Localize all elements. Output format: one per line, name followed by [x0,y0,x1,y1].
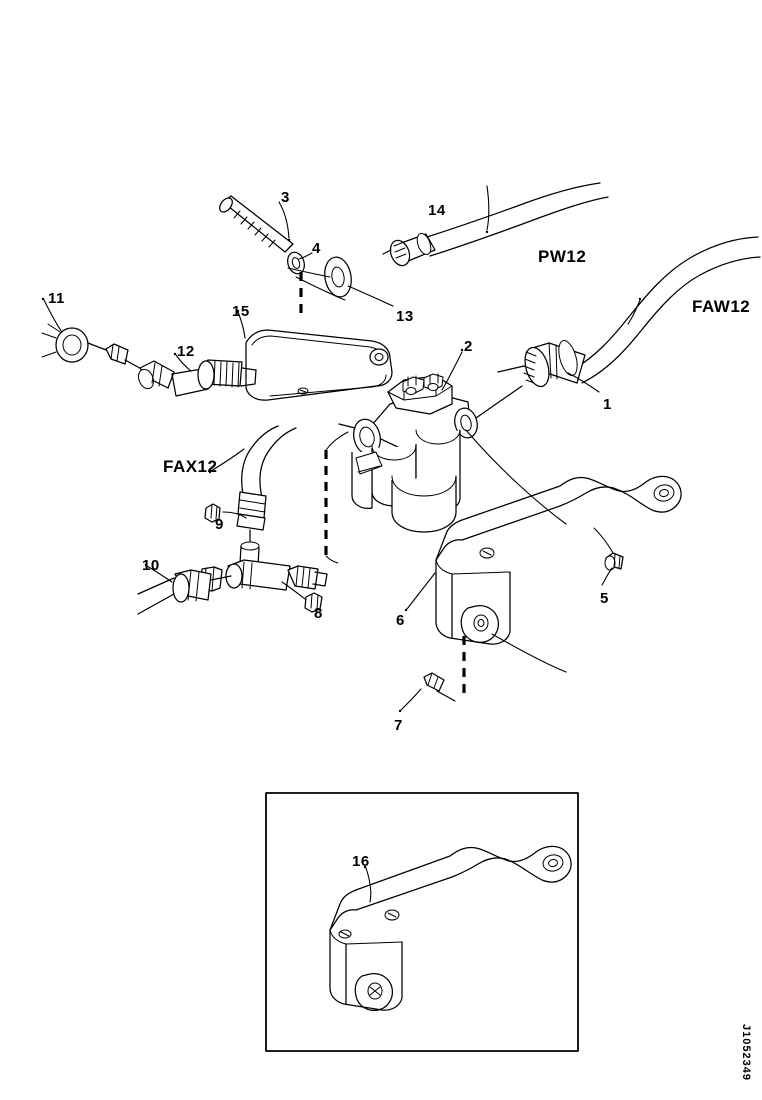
fitting-14 [389,232,436,267]
callout-2: 2 [464,338,473,355]
callout-5: 5 [600,590,609,607]
hose-label-fax12: FAX12 [163,457,218,476]
part-3-threaded-rod [219,195,294,253]
callout-13: 13 [396,308,414,325]
callout-12: 12 [177,343,195,360]
callout-7: 7 [394,717,403,734]
callout-16: 16 [352,853,370,870]
callout-10: 10 [142,557,160,574]
callout-8: 8 [314,605,323,622]
part-16-bracket-detail [329,845,572,1012]
hose-label-pw12: PW12 [538,247,587,266]
callout-3: 3 [281,189,290,206]
callout-4: 4 [312,240,321,257]
fitting-1 [523,340,586,388]
figure-code: J1052349 [740,1024,752,1081]
hose-faw12 [497,236,761,393]
part-15-bracket [236,309,393,401]
parts-11-12-left-fittings [41,297,257,397]
part-9-nut-upper [204,503,221,523]
callout-1: 1 [603,396,612,413]
callout-15: 15 [232,303,250,320]
callout-9: 9 [215,516,224,533]
part-6-mounting-bracket [404,429,682,673]
callout-6: 6 [396,612,405,629]
part-9-nut-lower [281,581,323,613]
part-7-bolt [398,672,456,713]
hose-fax12 [208,425,297,545]
valve-assembly [338,348,523,533]
hose-pw12 [382,182,609,267]
hose-label-faw12: FAW12 [692,297,751,316]
part-5-bolt [593,527,624,586]
callout-14: 14 [428,202,446,219]
callout-11: 11 [48,290,65,307]
inset-detail-view [265,792,579,1052]
part-4-washer [287,251,313,275]
tee-fitting-assembly [137,503,328,615]
